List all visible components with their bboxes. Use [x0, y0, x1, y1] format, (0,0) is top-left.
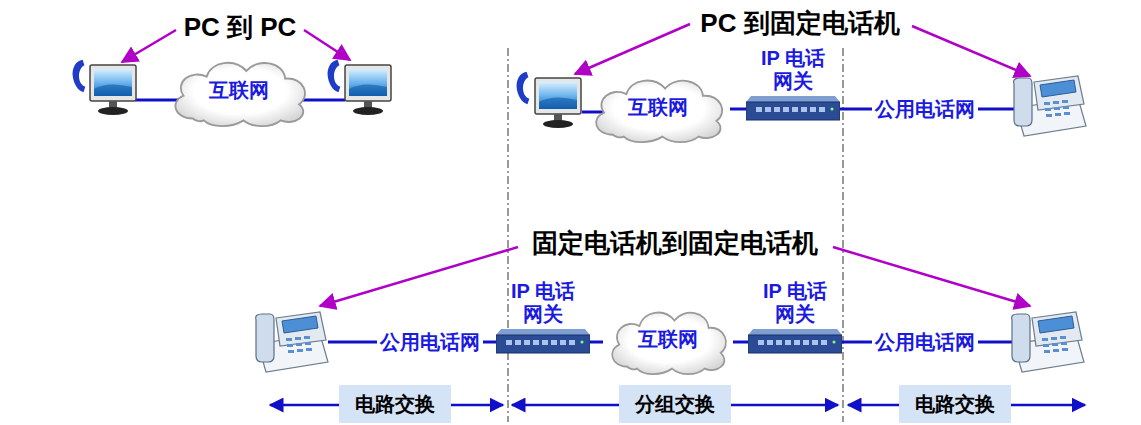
connector: [590, 341, 603, 344]
network-label: 公用电话网: [377, 331, 483, 354]
node-label: IP 电话 网关: [751, 47, 835, 93]
connector: [733, 341, 748, 344]
phone-icon: [1014, 76, 1086, 136]
pc-icon: [535, 78, 581, 128]
link-line: [135, 100, 1014, 342]
gateway-switch: [496, 329, 590, 355]
handset-icon: [73, 60, 86, 92]
node-label: 互联网: [209, 79, 269, 102]
switching-bar: 电路交换: [899, 385, 1011, 423]
node-label: 分组交换: [635, 393, 715, 416]
switching-bar: 电路交换: [339, 385, 451, 423]
node-label: 电路交换: [355, 393, 435, 416]
scenario-title: PC 到 PC: [181, 13, 300, 43]
handset-icon: [517, 72, 530, 104]
network-label: 公用电话网: [872, 331, 978, 354]
internet-cloud: 互联网: [603, 302, 733, 376]
switching-bar: 分组交换: [619, 385, 731, 423]
handset-icon: [328, 60, 341, 92]
node-label: 互联网: [628, 96, 688, 119]
node-label: IP 电话 网关: [753, 280, 837, 326]
pc-icon: [345, 65, 391, 115]
ip-gateway: IP 电话 网关: [748, 280, 842, 355]
gateway-switch: [748, 329, 842, 355]
scenario-title: 固定电话机到固定电话机: [529, 229, 821, 259]
gateway-switch: [746, 96, 840, 122]
phone-icon: [1012, 312, 1084, 372]
scenario-title: PC 到固定电话机: [697, 9, 902, 39]
network-label: 公用电话网: [872, 98, 978, 121]
ip-gateway: IP 电话 网关: [496, 280, 590, 355]
ip-gateway: IP 电话 网关: [746, 47, 840, 122]
divider-line: [508, 48, 843, 422]
phone-icon: [256, 312, 328, 372]
node-label: IP 电话 网关: [501, 280, 585, 326]
node-label: 互联网: [638, 328, 698, 351]
pc-icon: [90, 65, 136, 115]
node-label: 电路交换: [915, 393, 995, 416]
internet-cloud: 互联网: [165, 52, 313, 128]
connector: [730, 108, 746, 111]
internet-cloud: 互联网: [586, 70, 730, 144]
pointer-arrow: [122, 24, 1030, 306]
